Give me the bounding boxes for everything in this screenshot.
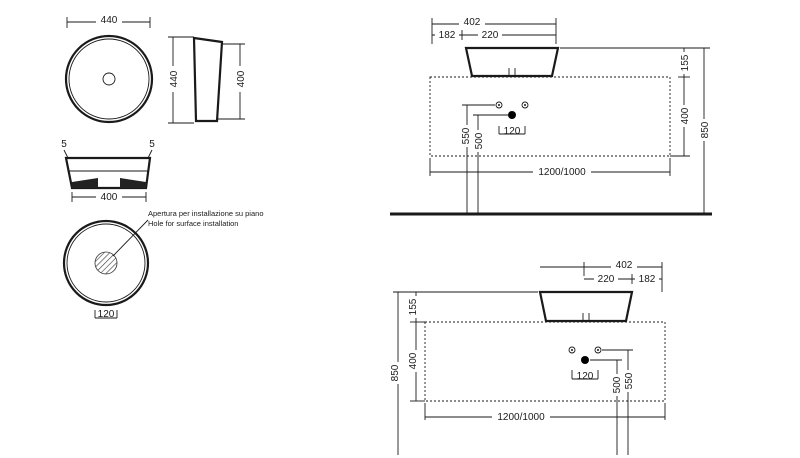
- wt-drain-height-1-label: 550: [461, 127, 472, 144]
- wt-valve-right: [521, 101, 529, 109]
- front-view: 5 5 400: [61, 139, 155, 203]
- wb-drain-outlet: [581, 356, 589, 364]
- wt-valve-left: [495, 101, 503, 109]
- side-view: 440 400: [166, 36, 247, 124]
- basin-outer-circle: [64, 34, 154, 124]
- basin-bottom-circle: [62, 219, 150, 307]
- note-leader-line: [112, 219, 149, 257]
- wt-drain-spacing-label: 120: [504, 126, 521, 137]
- rim-left-label: 5: [61, 139, 67, 150]
- wt-offset-left-label: 182: [439, 30, 456, 41]
- wt-basin-profile: [464, 46, 560, 78]
- wt-basin-width-label: 402: [464, 17, 481, 28]
- wb-valve-left: [568, 346, 576, 354]
- note-english: Hole for surface installation: [148, 219, 238, 228]
- side-inner-height-label: 400: [236, 70, 247, 87]
- wt-cabinet-outline: [429, 76, 671, 157]
- wt-drain-outlet: [508, 111, 516, 119]
- wb-total-height-label: 850: [390, 364, 401, 381]
- wt-offset-right-label: 220: [482, 30, 499, 41]
- top-view: 440: [64, 14, 154, 124]
- wall-mount-top-elevation: 402 182 220 120 550 500: [390, 16, 712, 216]
- surface-hole-hatched: [94, 251, 118, 275]
- note-italian: Apertura per installazione su piano: [148, 209, 264, 218]
- wb-cabinet-outline: [424, 321, 666, 402]
- top-width-label: 440: [101, 15, 118, 26]
- base-foot-left: [72, 178, 98, 188]
- wb-cabinet-height-label: 400: [408, 352, 419, 369]
- side-outer-height-label: 440: [169, 70, 180, 87]
- wt-drain-height-2-label: 500: [474, 132, 485, 149]
- rim-right-label: 5: [149, 139, 155, 150]
- wb-basin-height-label: 155: [408, 298, 419, 315]
- wb-basin-profile: [538, 290, 634, 323]
- drain-hole: [102, 72, 116, 86]
- wb-offset-right-label: 182: [639, 274, 656, 285]
- wt-basin-height-label: 155: [680, 54, 691, 71]
- wall-mount-bottom-elevation: 402 220 182 120 500 550: [387, 259, 666, 455]
- base-foot-right: [120, 178, 146, 188]
- bottom-view: Apertura per installazione su piano Hole…: [62, 209, 264, 320]
- wb-basin-width-label: 402: [616, 260, 633, 271]
- basin-inner-circle: [68, 38, 150, 120]
- wb-cabinet-width-label: 1200/1000: [497, 412, 545, 423]
- base-width-label: 400: [101, 192, 118, 203]
- wb-drain-height-2-label: 550: [624, 372, 635, 389]
- wb-valve-right: [594, 346, 602, 354]
- wt-cabinet-width-label: 1200/1000: [538, 167, 586, 178]
- wt-cabinet-height-label: 400: [680, 107, 691, 124]
- wb-drain-spacing-label: 120: [577, 371, 594, 382]
- wb-drain-height-1-label: 500: [612, 376, 623, 393]
- basin-side-profile: [192, 36, 224, 123]
- wt-total-height-label: 850: [700, 121, 711, 138]
- wb-offset-left-label: 220: [598, 274, 615, 285]
- hole-size-label: 120: [98, 309, 115, 320]
